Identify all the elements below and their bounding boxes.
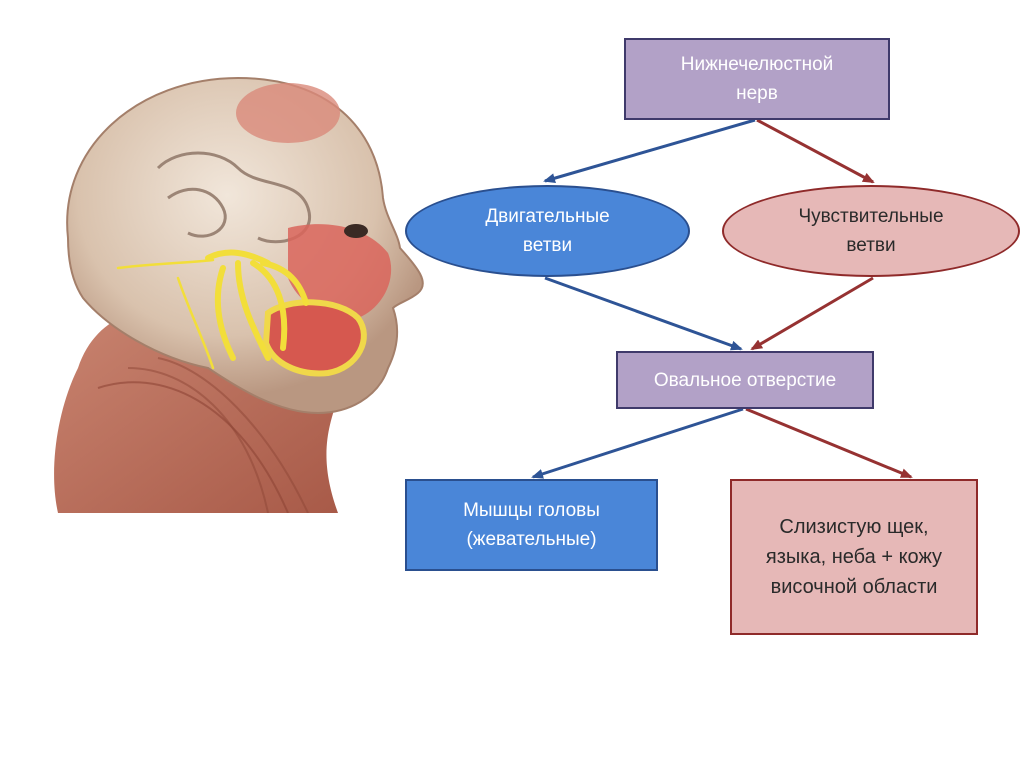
node-mucosa-skin: Слизистую щек, языка, неба + кожу височн… (730, 479, 978, 635)
arrow-root-to-motor (543, 118, 756, 184)
eye (344, 224, 368, 238)
oral-cavity (262, 299, 367, 377)
node-motor-branches-label: Двигательные ветви (485, 206, 610, 256)
arrow-foramen-to-mucosa (745, 407, 913, 479)
mandibular-nerve-branches (205, 249, 309, 361)
arrow-motor-to-foramen (544, 276, 743, 351)
node-foramen-ovale-label: Овальное отверстие (653, 369, 837, 391)
node-motor-branches: Двигательные ветви (405, 185, 690, 277)
node-foramen-ovale: Овальное отверстие (616, 351, 874, 409)
node-sensory-branches: Чувствительные ветви (722, 185, 1020, 277)
arrow-foramen-to-muscles (531, 407, 744, 479)
node-head-muscles: Мышцы головы (жевательные) (405, 479, 658, 571)
arrow-sensory-to-foramen (750, 276, 874, 351)
node-head-muscles-label: Мышцы головы (жевательные) (463, 500, 600, 550)
arrow-root-to-sensory (756, 118, 875, 184)
node-sensory-branches-label: Чувствительные ветви (798, 206, 944, 256)
node-mucosa-skin-label: Слизистую щек, языка, неба + кожу височн… (765, 516, 943, 598)
head-anatomy-illustration (54, 76, 424, 513)
node-mandibular-nerve: Нижнечелюстной нерв (624, 38, 890, 120)
node-mandibular-nerve-label: Нижнечелюстной нерв (680, 54, 834, 104)
